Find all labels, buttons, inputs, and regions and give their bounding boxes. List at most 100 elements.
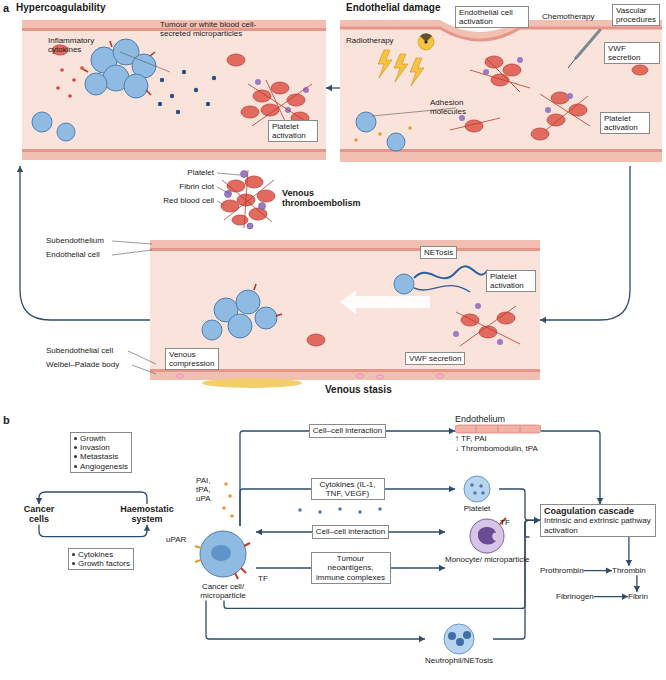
bullet-row: Angiogenesis — [74, 462, 128, 471]
connector-arrow — [594, 593, 628, 599]
text-label: Platelet — [187, 168, 214, 177]
cancer-cell: Cancer cell/ microparticle — [190, 526, 256, 600]
node-text: VWF secretion — [608, 44, 656, 62]
node-text: Platelet — [455, 504, 499, 513]
bullet-dot — [74, 446, 77, 449]
arrow-head — [36, 498, 42, 504]
node-text: Platelet activation — [604, 114, 646, 132]
node-text: Cancer cells — [18, 504, 60, 525]
connector-line — [499, 489, 540, 520]
node-text: Endothelium — [455, 414, 541, 424]
process-box: Platelet activation — [600, 112, 650, 134]
connector-arrow — [224, 517, 540, 608]
list-item: Metastasis — [80, 452, 118, 461]
text-label: PAI, tPA, uPA — [196, 476, 222, 504]
bullet-row: Cytokines — [72, 550, 130, 559]
platelet-cell: Platelet — [455, 474, 499, 513]
text-label: Endothelial cell — [46, 250, 100, 259]
bullet-row: Invasion — [74, 443, 128, 452]
node-text: Platelet activation — [272, 122, 314, 140]
connector-line — [206, 600, 425, 639]
endo-figure — [455, 424, 541, 434]
text-label: Chemotherapy — [542, 12, 594, 21]
node-text: Intrinsic and extrinsic pathway activati… — [544, 516, 652, 534]
bullet-box: CytokinesGrowth factors — [68, 548, 134, 570]
connector-line — [39, 525, 147, 537]
bullet-dot — [74, 437, 77, 440]
panel-letter: a — [3, 2, 9, 15]
monocyte-cell: Monocyte/ microparticle — [445, 515, 529, 564]
neut-figure — [436, 622, 482, 656]
node-text: Venous compression — [169, 350, 215, 368]
node-text: Coagulation cascade — [544, 506, 652, 516]
arrow-head — [439, 529, 445, 535]
panel-heading: Venous stasis — [325, 384, 392, 395]
node-text: Monocyte/ microparticle — [445, 555, 529, 564]
node-text: Fibrin — [628, 592, 648, 601]
text-label: Subendothelium — [46, 236, 104, 245]
arrow-head — [634, 586, 640, 592]
node-text: Prothrombin — [540, 566, 584, 575]
bullet-row: Growth — [74, 434, 128, 443]
node-text: Thrombin — [612, 566, 646, 575]
molecule-node: Fibrinogen — [556, 592, 594, 601]
text-label: TF — [500, 518, 510, 527]
panel-heading: Endothelial damage — [346, 2, 440, 13]
neutrophil-cell: Neutrophil/NETosis — [425, 622, 493, 665]
connector-line — [525, 520, 540, 537]
connector-line — [540, 166, 630, 320]
node-text: ↓ Thrombomodulin, tPA — [455, 444, 541, 453]
bullet-row: Growth factors — [72, 559, 130, 568]
arrow-head — [326, 85, 332, 91]
node-text: Vascular procedures — [616, 6, 656, 24]
edge-label: Tumour neoantigens, immune complexes — [311, 552, 391, 584]
endothelium: Endothelium↑ TF, PAI↓ Thrombomodulin, tP… — [455, 414, 541, 453]
process-box: Venous compression — [165, 348, 219, 370]
connector-arrow — [36, 492, 147, 504]
node-text: Neutrophil/NETosis — [425, 656, 493, 665]
list-item: Growth — [80, 434, 106, 443]
node-text: NETosis — [424, 248, 453, 257]
text-label: uPAR — [166, 535, 186, 544]
connector-arrow — [326, 85, 340, 91]
list-item: Angiogenesis — [80, 462, 128, 471]
arrow-head — [449, 428, 455, 434]
edge-label: Cytokines (IL-1, TNF, VEGF) — [311, 478, 385, 500]
molecule-node: Fibrin — [628, 592, 648, 601]
connector-arrow — [240, 428, 455, 526]
list-item: Invasion — [80, 443, 110, 452]
connector-arrow — [206, 600, 425, 642]
arrow-head — [17, 166, 23, 172]
bullet-dot — [74, 455, 77, 458]
connector-arrow — [541, 431, 603, 504]
arrow-head — [256, 529, 262, 535]
connector-line — [224, 520, 540, 608]
arrow-head — [439, 565, 445, 571]
cancer-figure — [190, 526, 256, 582]
plt-figure — [455, 474, 499, 504]
arrow-head — [540, 317, 546, 323]
cascade-box: Coagulation cascadeIntrinsic and extrins… — [540, 504, 656, 537]
arrow-head — [419, 636, 425, 642]
connector-arrow — [626, 537, 632, 566]
node-text: Endothelial cell activation — [459, 8, 525, 26]
arrow-head — [606, 567, 612, 573]
text-label: Red blood cell — [163, 196, 214, 205]
text-label: Weibel–Palade body — [46, 360, 119, 369]
vessel-panel: Venous stasisNETosisPlatelet activationV… — [150, 232, 540, 402]
molecule-node: Thrombin — [612, 566, 646, 575]
connector-arrow — [584, 567, 612, 573]
edge-label: Cell–cell interaction — [312, 525, 389, 538]
text-label: Venous thromboembolism — [282, 188, 372, 209]
arrow-head — [622, 593, 628, 599]
text-label: Tumour or white blood cell-secreted micr… — [160, 20, 275, 38]
connector-line — [240, 431, 455, 526]
text-label: Radiotherapy — [346, 36, 394, 45]
process-box: Platelet activation — [268, 120, 318, 142]
connector-arrow — [39, 525, 150, 537]
connector-line — [541, 431, 600, 504]
process-box: Endothelial cell activation — [455, 6, 529, 28]
cycle-node: Cancer cells — [18, 504, 60, 525]
bullet-dot — [74, 465, 77, 468]
